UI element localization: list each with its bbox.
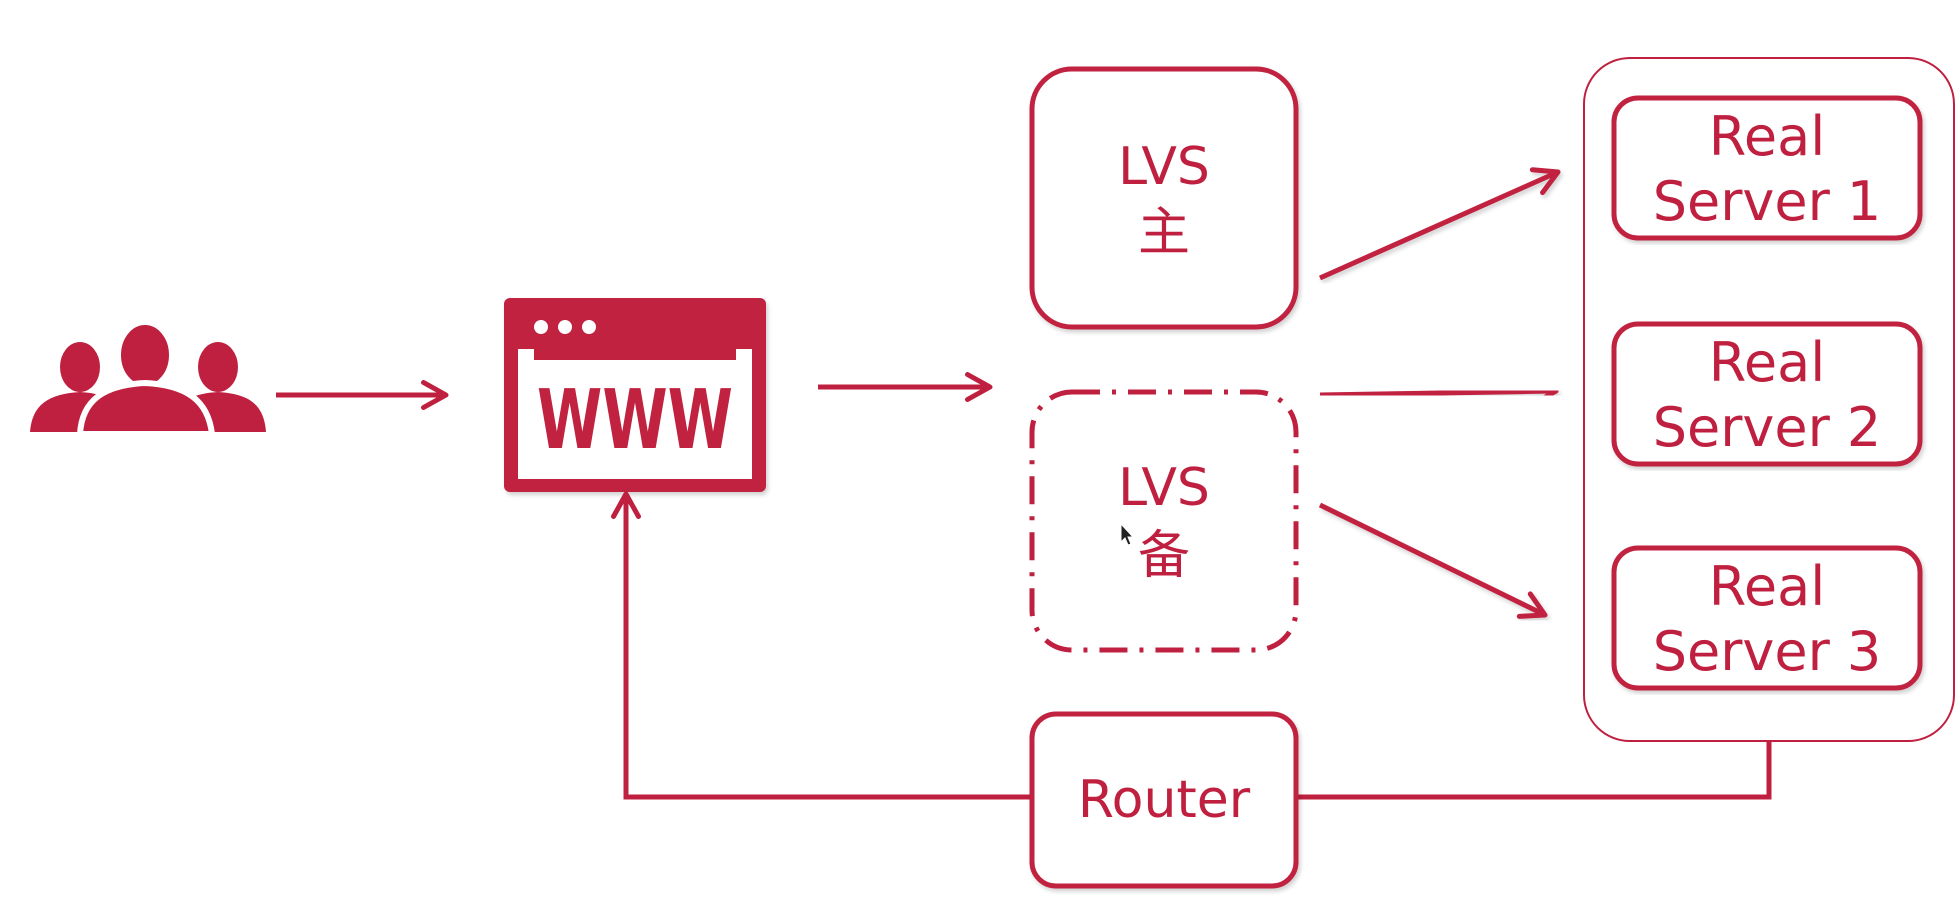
arrow-lvs-to-server-3 xyxy=(1318,502,1548,619)
www-label: WWW xyxy=(537,373,733,468)
real-server-1-line1: Real xyxy=(1709,105,1825,168)
router-node: Router xyxy=(1029,711,1299,889)
router-label: Router xyxy=(1078,770,1251,830)
browser-www-icon: WWW xyxy=(504,298,766,492)
line-servers-to-router xyxy=(1296,741,1772,800)
real-server-3-line2: Server 3 xyxy=(1653,620,1882,683)
mouse-pointer-icon xyxy=(1120,522,1135,546)
lvs-master-node: LVS 主 xyxy=(1029,66,1299,330)
lvs-master-line2: 主 xyxy=(1138,203,1190,263)
lvs-backup-line1: LVS xyxy=(1118,458,1210,518)
real-server-3-line1: Real xyxy=(1709,555,1825,618)
arrow-lvs-to-server-1 xyxy=(1318,167,1561,281)
real-server-1-line2: Server 1 xyxy=(1653,170,1882,233)
lvs-backup-line2: 备 xyxy=(1138,526,1190,586)
lvs-master-line1: LVS xyxy=(1118,137,1210,197)
users-group-icon xyxy=(30,319,266,437)
real-server-2-line1: Real xyxy=(1709,331,1825,394)
real-server-2: Real Server 2 xyxy=(1611,321,1923,467)
real-server-2-line2: Server 2 xyxy=(1653,396,1882,459)
real-server-1: Real Server 1 xyxy=(1611,95,1923,241)
real-server-3: Real Server 3 xyxy=(1611,545,1923,691)
lvs-backup-node: LVS 备 xyxy=(1029,389,1299,653)
arrow-router-to-www xyxy=(611,491,1032,800)
arrow-lvs-to-server-2 xyxy=(1319,376,1559,407)
